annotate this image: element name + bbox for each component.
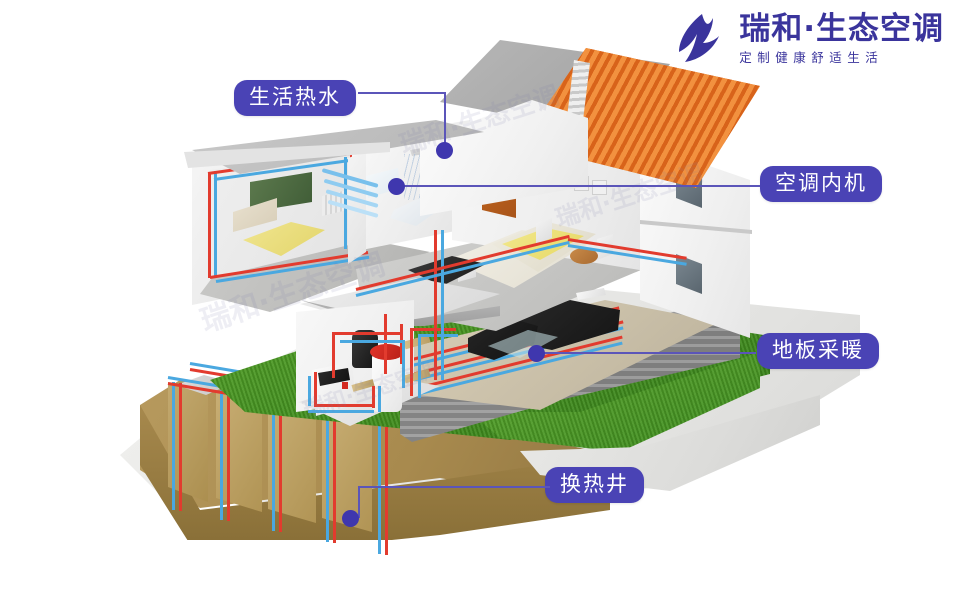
hot-water-tank-top: [370, 344, 404, 360]
wall-switch: [592, 180, 607, 195]
leaf-logo-icon: [675, 12, 729, 66]
brand-name: 瑞和·生态空调: [739, 10, 944, 47]
nightstand: [536, 218, 552, 244]
callout-floor-heat-leader: [536, 352, 758, 355]
callout-floor-heat-label[interactable]: 地板采暖: [757, 333, 879, 370]
callout-hot-water-anchor: [436, 142, 453, 159]
borehole-fin: [268, 399, 316, 523]
callout-hot-water-label[interactable]: 生活热水: [234, 80, 356, 117]
brand-text: 瑞和·生态空调 定制健康舒适生活: [739, 10, 944, 65]
heat-pump-badge: [342, 382, 348, 389]
riser-pipes: [430, 230, 470, 390]
callout-hot-water-leader: [358, 92, 448, 152]
ceiling-distribution-pipes: [355, 234, 696, 330]
callout-heat-well-anchor: [342, 510, 359, 527]
callout-indoor-unit-label[interactable]: 空调内机: [760, 166, 882, 203]
brand-logo: 瑞和·生态空调 定制健康舒适生活: [675, 12, 944, 66]
leaf-logo-svg: [679, 14, 720, 62]
callout-floor-heat-anchor: [528, 345, 545, 362]
callout-indoor-unit-anchor: [388, 178, 405, 195]
decor-bowl: [570, 248, 598, 264]
callout-heat-well-leader: [352, 486, 550, 520]
callout-heat-well-label[interactable]: 换热井: [545, 467, 644, 504]
hot-water-tank: [372, 352, 402, 412]
brand-slogan: 定制健康舒适生活: [739, 49, 884, 65]
plantroom-pipes: [296, 310, 476, 430]
callout-indoor-unit-leader: [396, 185, 762, 188]
ac-airflow-arrows: [320, 168, 390, 228]
